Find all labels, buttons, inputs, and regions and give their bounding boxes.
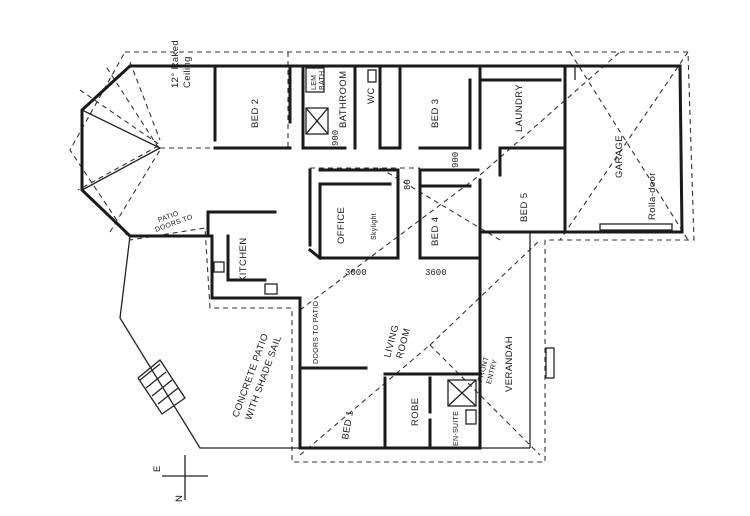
bath-dim: 900 [331, 130, 341, 146]
octagon-room [80, 64, 212, 238]
garage [574, 66, 673, 231]
robe-label: ROBE [410, 397, 421, 426]
bed3-label: BED 3 [430, 99, 441, 128]
ensuite-label: EN-SUITE [453, 411, 460, 446]
small-dim: 80 [403, 179, 413, 190]
office-label: OFFICE [336, 207, 347, 244]
dim-3000: 3000 [345, 268, 367, 278]
bed4-dim: 900 [451, 152, 461, 168]
bed1-label: BED 1 [340, 410, 356, 441]
verandah-label: VERANDAH [504, 336, 515, 392]
bathroom-label: BATHROOM [338, 71, 349, 128]
rolla-door-label: Rolla-door [647, 172, 658, 220]
garage-label: GARAGE [614, 135, 625, 178]
patio [119, 235, 300, 449]
ceiling-label-1: 12° Raked [170, 40, 181, 88]
exterior-walls [208, 64, 684, 450]
lem-bath-label-2: BATH [319, 71, 326, 90]
bed4-label: BED 4 [430, 217, 441, 246]
compass [162, 455, 208, 500]
skylight-label: Skylight [371, 213, 378, 240]
bed2-label: BED 2 [250, 99, 261, 128]
kitchen-label: KITCHEN [238, 238, 249, 283]
doors-patio-mid: DOORS TO PATIO [313, 301, 320, 364]
bed5-label: BED 5 [519, 193, 530, 222]
compass-e: E [152, 465, 163, 472]
lem-bath-label-1: LEM [311, 75, 318, 90]
wc-label: WC [366, 87, 377, 104]
compass-n: N [174, 495, 185, 502]
dim-3600: 3600 [425, 268, 447, 278]
verandah [480, 232, 555, 449]
laundry-label: LAUNDRY [514, 84, 525, 132]
ceiling-label-2: Ceiling [182, 56, 193, 88]
interior-walls [206, 64, 567, 450]
